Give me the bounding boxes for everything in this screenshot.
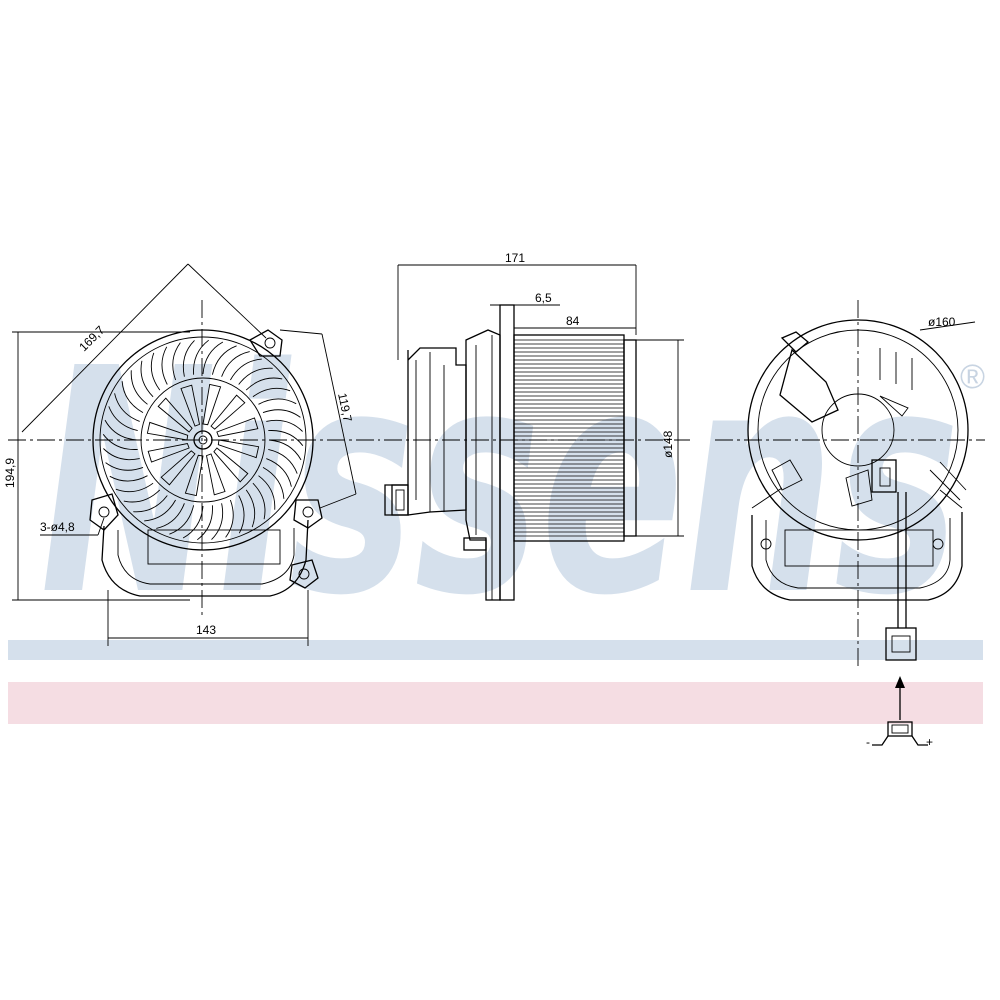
connector-plus-label: + bbox=[926, 735, 933, 749]
dim-front-width: 143 bbox=[196, 623, 216, 637]
side-view: 171 6,5 84 ø148 bbox=[384, 251, 690, 601]
watermark-blue-band bbox=[8, 640, 983, 660]
rotor-slats bbox=[514, 339, 624, 537]
dim-side-offset: 6,5 bbox=[535, 291, 552, 305]
dim-side-diameter: ø148 bbox=[661, 430, 675, 458]
dim-front-span: 119,7 bbox=[335, 392, 355, 424]
rear-view: ø160 bbox=[715, 300, 985, 670]
dim-side-length: 171 bbox=[505, 251, 525, 265]
watermark-registered-symbol: ® bbox=[960, 358, 985, 396]
watermark-pink-band bbox=[8, 682, 983, 724]
connector-minus-label: - bbox=[866, 735, 870, 749]
connector-detail: - + bbox=[866, 676, 933, 749]
dim-front-holes: 3-ø4,8 bbox=[40, 520, 75, 534]
front-view: 169,7 194,9 119,7 3-ø4,8 143 bbox=[3, 263, 380, 646]
fan-blades bbox=[102, 339, 304, 541]
dim-rear-diameter: ø160 bbox=[928, 315, 956, 329]
dim-side-rotor-width: 84 bbox=[566, 314, 580, 328]
dim-front-height: 194,9 bbox=[3, 458, 17, 488]
